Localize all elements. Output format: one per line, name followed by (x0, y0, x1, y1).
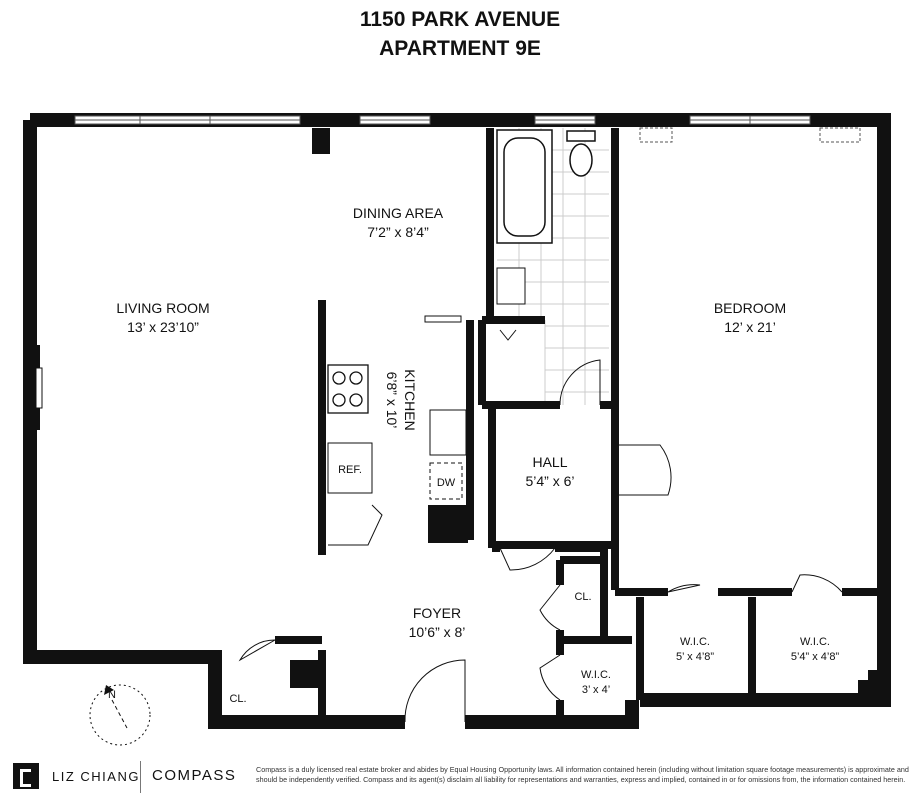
apartment-title: APARTMENT 9E (379, 37, 541, 60)
windows (74, 115, 861, 143)
wic-right-label: W.I.C. (800, 636, 830, 648)
disclaimer: Compass is a duly licensed real estate b… (256, 765, 909, 784)
dining-size: 7’2” x 8’4” (367, 224, 429, 240)
compass-icon: N (89, 684, 151, 746)
closet-column (290, 660, 320, 688)
shower-head (499, 329, 517, 341)
bathroom-sink (496, 267, 526, 305)
fireplace (28, 345, 40, 430)
bedroom-label: BEDROOM (714, 300, 786, 316)
liz-chiang-logo-icon (13, 763, 39, 789)
ref-label: REF. (338, 464, 362, 476)
stove (327, 364, 369, 414)
kitchen-label: KITCHEN (402, 369, 418, 430)
toilet (566, 130, 596, 177)
footer: LIZ CHIANG COMPASS Compass is a duly lic… (0, 755, 920, 795)
foyer-label: FOYER (413, 605, 461, 621)
kitchen-sink (429, 409, 467, 456)
dw-label: DW (437, 477, 456, 489)
kitchen-size: 6’8” x 10’ (384, 372, 400, 429)
hall-label: HALL (532, 454, 567, 470)
interior-walls (275, 128, 884, 722)
exterior-walls (23, 113, 891, 729)
footer-divider (140, 761, 141, 793)
north-label: N (108, 689, 116, 701)
bedroom-size: 12’ x 21’ (724, 319, 776, 335)
hall-size: 5’4” x 6’ (525, 473, 574, 489)
wic-foyer-label: W.I.C. (581, 669, 611, 681)
living-size: 13’ x 23’10” (127, 319, 199, 335)
closet-hall-label: CL. (574, 591, 591, 603)
pillar (312, 128, 330, 154)
agent-name: LIZ CHIANG (52, 769, 140, 784)
wic-left-label: W.I.C. (680, 636, 710, 648)
refrigerator (327, 442, 373, 494)
bathtub (496, 129, 553, 244)
brokerage-name: COMPASS (152, 767, 237, 784)
kitchen-column (428, 505, 468, 543)
doors (238, 359, 843, 723)
dining-label: DINING AREA (353, 205, 444, 221)
living-label: LIVING ROOM (116, 300, 209, 316)
address-title: 1150 PARK AVENUE (360, 8, 560, 31)
wic-right-size: 5’4” x 4’8” (791, 651, 840, 663)
closet-foyer-label: CL. (229, 693, 246, 705)
wic-foyer-size: 3’ x 4’ (582, 684, 610, 696)
foyer-size: 10’6” x 8’ (409, 624, 466, 640)
dishwasher (429, 462, 463, 500)
wic-left-size: 5’ x 4’8” (676, 651, 714, 663)
